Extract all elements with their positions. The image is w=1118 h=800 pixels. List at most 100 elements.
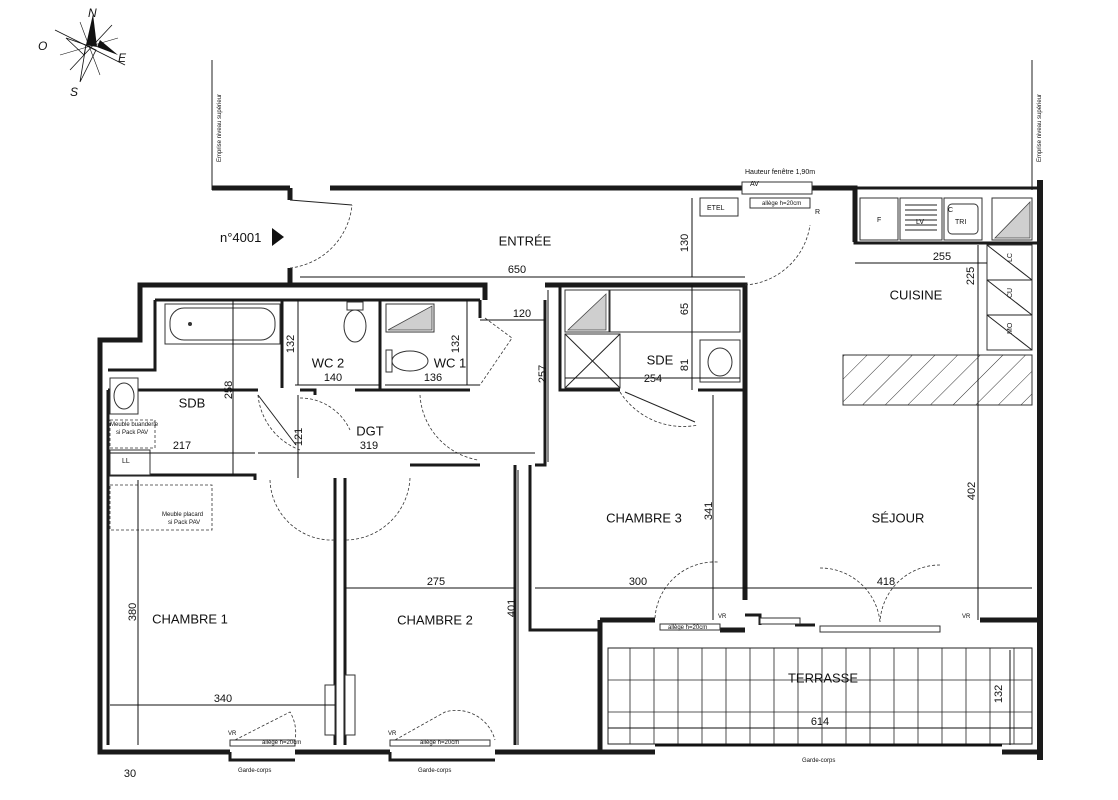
entry-window — [741, 181, 813, 209]
label-allege-entree: allège h=20cm — [762, 201, 801, 207]
dim-132-wc1: 132 — [450, 335, 462, 353]
dim-65: 65 — [679, 303, 691, 315]
unit-number: n°4001 — [220, 230, 261, 245]
etel-cabinet — [699, 197, 739, 217]
sde-sink — [699, 339, 741, 383]
label-vr-ch1: VR — [228, 731, 237, 737]
label-vr-sejour: VR — [962, 614, 971, 620]
room-terrasse: TERRASSE — [788, 670, 858, 685]
dim-132-wc2: 132 — [285, 335, 297, 353]
dim-130: 130 — [679, 234, 691, 252]
label-f: F — [877, 217, 881, 224]
room-entree: ENTRÉE — [499, 233, 552, 248]
label-ll: LL — [122, 458, 130, 465]
label-meuble-buanderie-2: si Pack PAV — [116, 430, 148, 436]
label-tri: TRI — [955, 219, 966, 226]
room-wc2: WC 2 — [312, 355, 345, 370]
room-chambre1: CHAMBRE 1 — [152, 611, 228, 626]
placard-furniture — [109, 484, 213, 531]
dim-255: 255 — [933, 251, 951, 263]
dim-120: 120 — [513, 308, 531, 320]
kitchen-sink — [899, 197, 943, 241]
dim-650: 650 — [508, 264, 526, 276]
kitchen-corner — [991, 197, 1033, 241]
doors — [234, 199, 941, 741]
room-chambre2: CHAMBRE 2 — [397, 612, 473, 627]
label-window-height: Hauteur fenêtre 1,90m — [745, 169, 815, 176]
laundry-furniture — [109, 419, 156, 449]
walls — [97, 180, 1043, 762]
dim-275: 275 — [427, 576, 445, 588]
dimension-lines — [110, 198, 1032, 745]
dim-614: 614 — [811, 716, 829, 728]
dim-319: 319 — [360, 440, 378, 452]
label-av: AV — [750, 181, 759, 188]
room-chambre3: CHAMBRE 3 — [606, 510, 682, 525]
washing-machine — [109, 449, 151, 476]
room-sdb: SDB — [179, 395, 206, 410]
dim-30: 30 — [124, 768, 136, 780]
dim-217: 217 — [173, 440, 191, 452]
label-lv: LV — [916, 219, 924, 226]
facade-windows — [229, 617, 941, 747]
dim-225: 225 — [965, 267, 977, 285]
room-sejour: SÉJOUR — [872, 510, 925, 525]
dim-254: 254 — [644, 373, 662, 385]
sde-storage — [564, 289, 741, 333]
compass-south: S — [70, 85, 78, 99]
label-allege-ch1: allège h=20cm — [262, 740, 301, 746]
label-garde-corps-3: Garde-corps — [802, 758, 835, 764]
room-sde: SDE — [647, 352, 674, 367]
label-meuble-placard-1: Meuble placard — [162, 512, 203, 518]
boundary-label-right: Emprise niveau supérieur — [1037, 94, 1043, 162]
dim-380: 380 — [127, 603, 139, 621]
bathtub — [164, 303, 281, 345]
terrace-grid — [607, 647, 1033, 745]
kitchen-fridge — [859, 197, 899, 241]
dim-418: 418 — [877, 576, 895, 588]
dim-258: 258 — [223, 381, 235, 399]
label-r: R — [815, 209, 820, 216]
dim-121: 121 — [293, 428, 305, 446]
hatched-zone — [842, 354, 1033, 406]
dim-402: 402 — [966, 482, 978, 500]
kitchen-tri-bin — [943, 197, 983, 241]
compass-rose-icon — [54, 14, 126, 83]
compass: N O E S — [38, 6, 127, 99]
label-vr-ch3: VR — [718, 614, 727, 620]
dim-341: 341 — [703, 502, 715, 520]
label-garde-corps-2: Garde-corps — [418, 768, 451, 774]
label-mo: MO — [1007, 322, 1014, 334]
compass-north: N — [88, 6, 97, 20]
sde-shower — [564, 333, 621, 389]
sdb-sink — [109, 377, 139, 415]
boundary-label-left: Emprise niveau supérieur — [217, 94, 223, 162]
dim-136: 136 — [424, 372, 442, 384]
compass-east: E — [118, 51, 127, 65]
dim-340: 340 — [214, 693, 232, 705]
label-meuble-placard-2: si Pack PAV — [168, 520, 200, 526]
label-allege-ch3: allège h=20cm — [668, 625, 707, 631]
wc2-toilet — [343, 301, 367, 343]
kitchen-column-units — [986, 244, 1033, 351]
label-garde-corps-1: Garde-corps — [238, 768, 271, 774]
terrace-tile-lines — [608, 648, 1032, 744]
room-cuisine: CUISINE — [890, 287, 943, 302]
label-cu: CU — [1007, 288, 1014, 298]
dim-257: 257 — [537, 365, 549, 383]
compass-west: O — [38, 39, 47, 53]
label-vr-ch2: VR — [388, 731, 397, 737]
wc1-handbasin — [385, 303, 435, 333]
room-dgt: DGT — [356, 423, 384, 438]
room-wc1: WC 1 — [434, 355, 467, 370]
label-meuble-buanderie-1: Meuble buanderie — [110, 422, 159, 428]
label-etel: ETEL — [707, 205, 725, 212]
dim-401: 401 — [506, 599, 518, 617]
label-c: C — [948, 207, 953, 214]
dim-132-terrasse: 132 — [993, 685, 1005, 703]
wc1-toilet — [385, 349, 429, 373]
entry-arrow-icon — [272, 228, 284, 246]
upper-level-boundary: Emprise niveau supérieur Emprise niveau … — [211, 60, 1043, 190]
label-lc: LC — [1007, 253, 1014, 262]
